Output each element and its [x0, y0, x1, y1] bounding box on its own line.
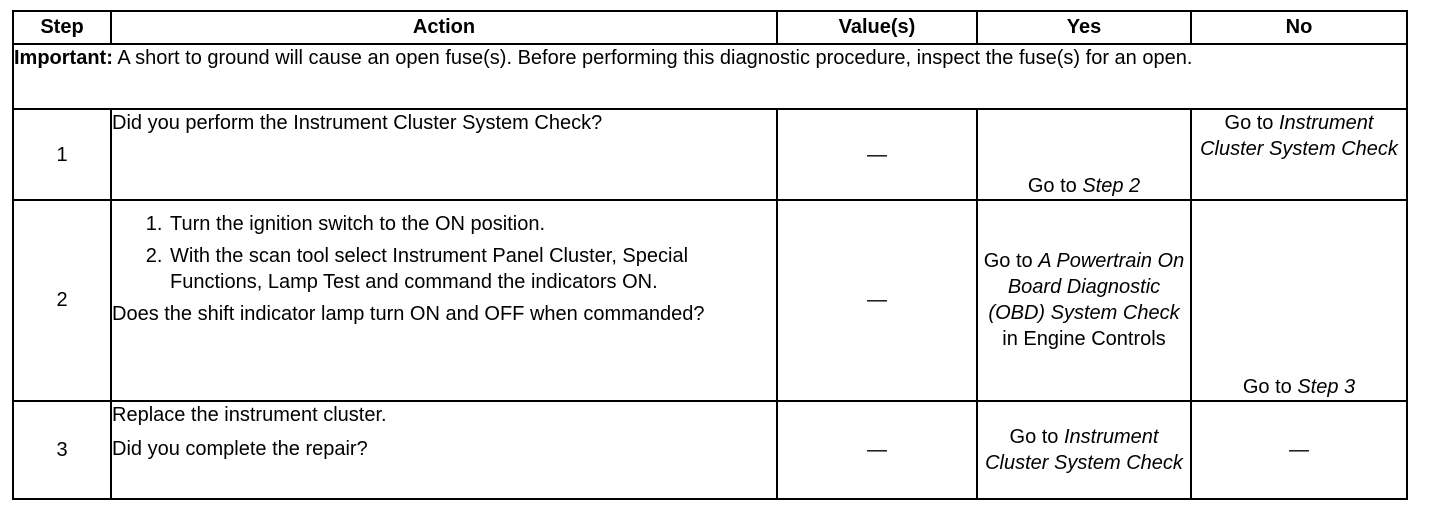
important-note: Important: A short to ground will cause … — [12, 42, 1408, 111]
no-cell: Go to Instrument Cluster System Check — [1190, 108, 1408, 201]
step-number: 3 — [12, 399, 112, 501]
no-link[interactable]: Instrument Cluster System Check — [1200, 112, 1398, 161]
no-prefix: Go to — [1242, 375, 1298, 398]
action-cell: Replace the instrument cluster. Did you … — [110, 399, 778, 501]
yes-prefix: Go to — [1009, 425, 1064, 448]
action-step-item: Turn the ignition switch to the ON posit… — [168, 211, 776, 237]
table-row: 1 Did you perform the Instrument Cluster… — [12, 108, 1408, 201]
yes-link[interactable]: Step 2 — [1082, 174, 1141, 197]
action-cell: Turn the ignition switch to the ON posit… — [110, 198, 778, 402]
action-question: Does the shift indicator lamp turn ON an… — [112, 302, 705, 325]
header-action: Action — [110, 10, 778, 45]
action-text: Replace the instrument cluster. — [112, 403, 387, 426]
table-row: 3 Replace the instrument cluster. Did yo… — [12, 399, 1408, 501]
table-row: 2 Turn the ignition switch to the ON pos… — [12, 198, 1408, 402]
yes-suffix: in Engine Controls — [1002, 328, 1166, 351]
step-number: 2 — [12, 198, 112, 402]
header-no: No — [1190, 10, 1408, 45]
no-prefix: Go to — [1224, 112, 1279, 135]
yes-prefix: Go to — [1027, 174, 1083, 197]
header-yes: Yes — [976, 10, 1192, 45]
header-step: Step — [12, 10, 112, 45]
important-label: Important: — [14, 46, 113, 69]
action-text: Did you perform the Instrument Cluster S… — [110, 108, 778, 201]
action-question: Did you complete the repair? — [112, 437, 368, 460]
header-values: Value(s) — [776, 10, 978, 45]
step-number: 1 — [12, 108, 112, 201]
no-cell: — — [1190, 399, 1408, 501]
no-cell: Go to Step 3 — [1190, 198, 1408, 402]
no-link[interactable]: Step 3 — [1297, 375, 1356, 398]
value-cell: — — [776, 108, 978, 201]
value-cell: — — [776, 198, 978, 402]
yes-prefix: Go to — [983, 250, 1039, 273]
important-text: A short to ground will cause an open fus… — [112, 46, 1193, 69]
header-row: Step Action Value(s) Yes No — [12, 10, 1408, 45]
important-row: Important: A short to ground will cause … — [12, 42, 1408, 111]
yes-link[interactable]: Instrument Cluster System Check — [985, 425, 1183, 474]
value-cell: — — [776, 399, 978, 501]
diagnostic-table: Step Action Value(s) Yes No Important: A… — [12, 10, 1408, 501]
yes-cell: Go to A Powertrain On Board Diagnostic (… — [976, 198, 1192, 402]
action-steps: Turn the ignition switch to the ON posit… — [112, 211, 776, 295]
yes-cell: Go to Instrument Cluster System Check — [976, 399, 1192, 501]
yes-link[interactable]: A Powertrain On Board Diagnostic (OBD) S… — [988, 250, 1185, 325]
yes-cell: Go to Step 2 — [976, 108, 1192, 201]
action-step-item: With the scan tool select Instrument Pan… — [168, 243, 776, 295]
